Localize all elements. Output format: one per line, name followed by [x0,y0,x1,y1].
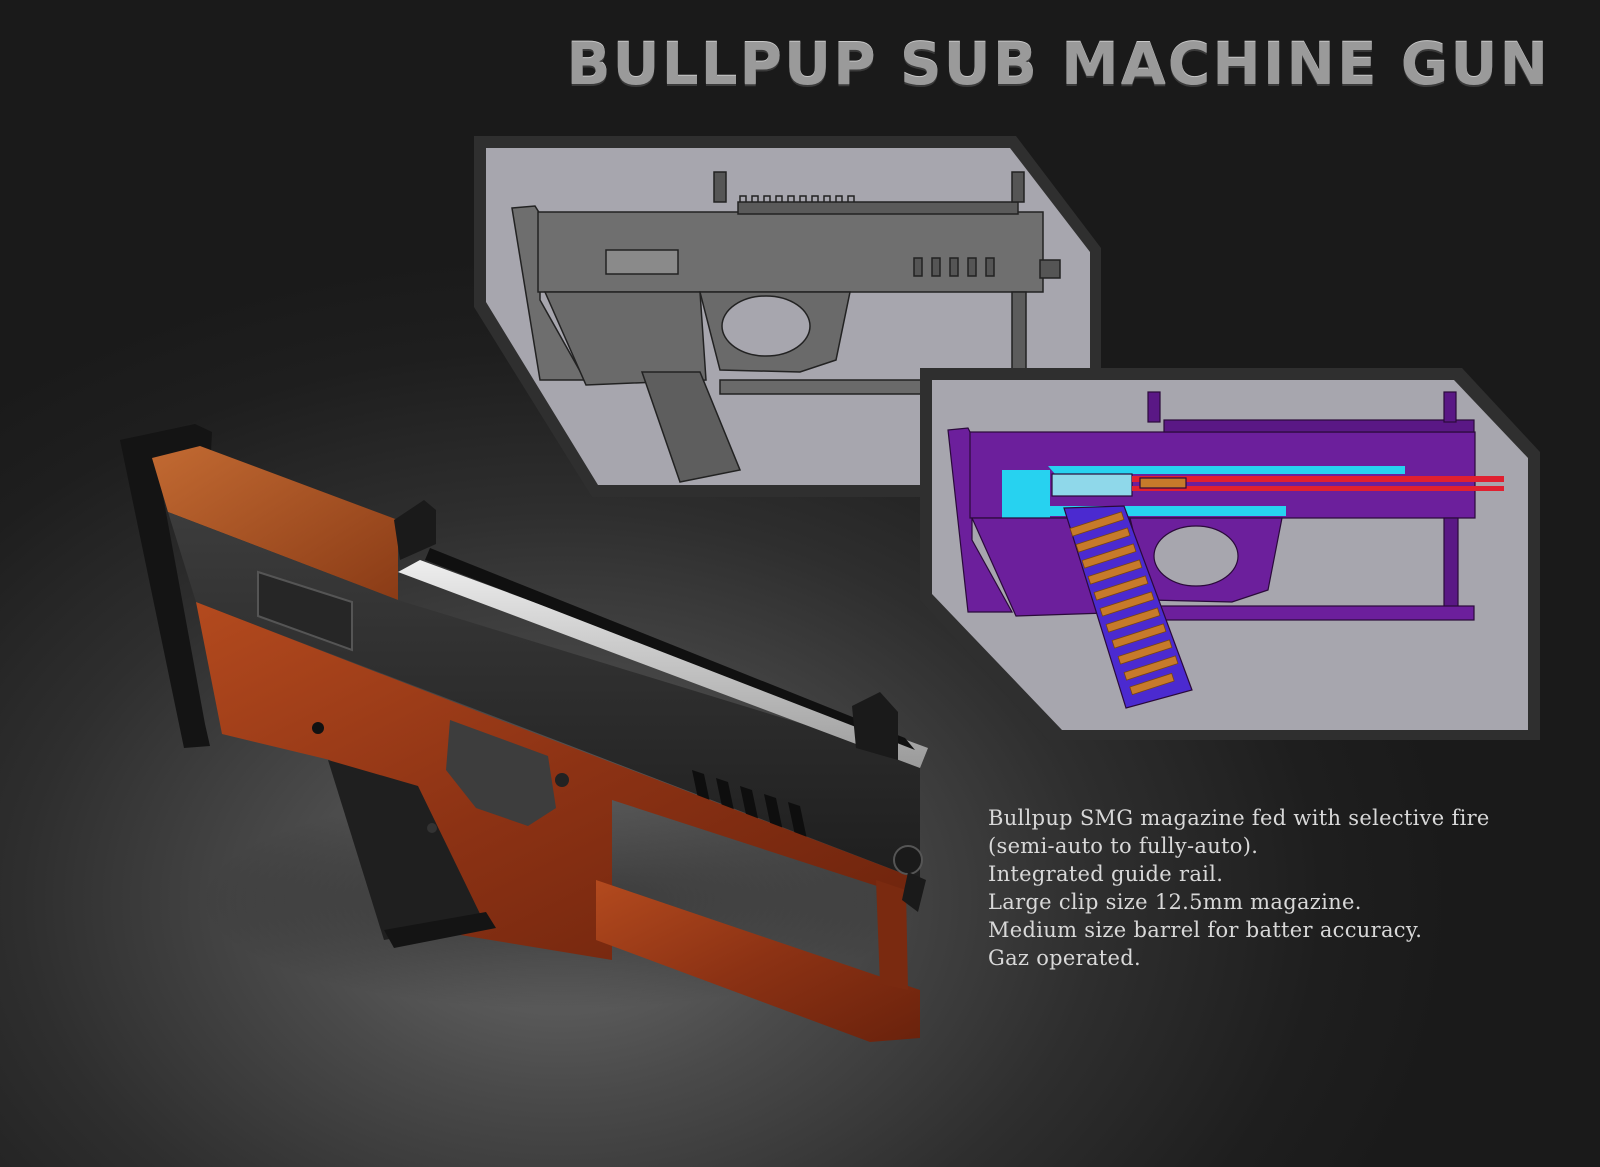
weapon-description: Bullpup SMG magazine fed with selective … [988,804,1588,972]
description-line: Large clip size 12.5mm magazine. [988,890,1362,914]
grey-schematic-panel [474,136,1101,498]
grey-gun-drawing [511,171,1061,483]
cutaway-schematic-panel [920,368,1540,740]
description-line: Integrated guide rail. [988,862,1224,886]
description-line: (semi-auto to fully-auto). [988,834,1259,858]
description-line: Bullpup SMG magazine fed with selective … [988,806,1490,830]
description-line: Gaz operated. [988,946,1141,970]
page-title: BULLPUP SUB MACHINE GUN [566,30,1550,98]
rendered-gun [120,424,928,1042]
cutaway-gun-drawing [947,391,1504,709]
description-line: Medium size barrel for batter accuracy. [988,918,1423,942]
